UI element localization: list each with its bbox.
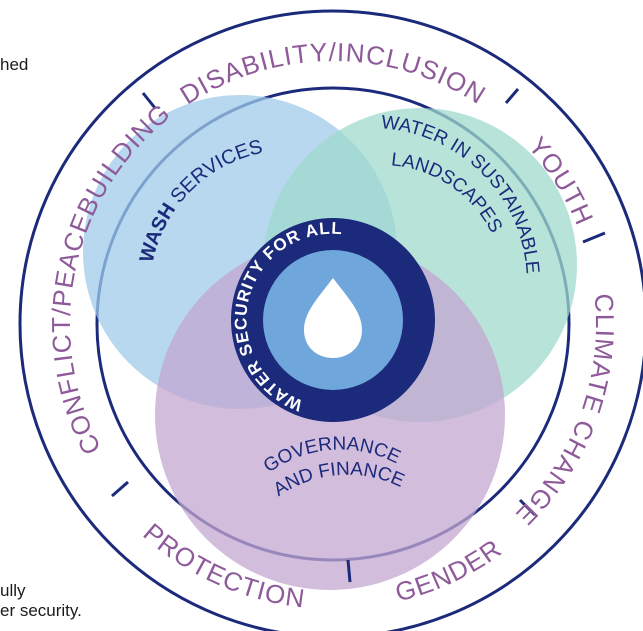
text-fragment-bottom-2: er security. bbox=[0, 601, 82, 620]
ring-separators bbox=[111, 88, 606, 583]
text-fragment-top: hed bbox=[0, 55, 29, 74]
text-fragment-bottom-1: ully bbox=[0, 581, 26, 600]
water-drop-icon bbox=[304, 278, 362, 358]
